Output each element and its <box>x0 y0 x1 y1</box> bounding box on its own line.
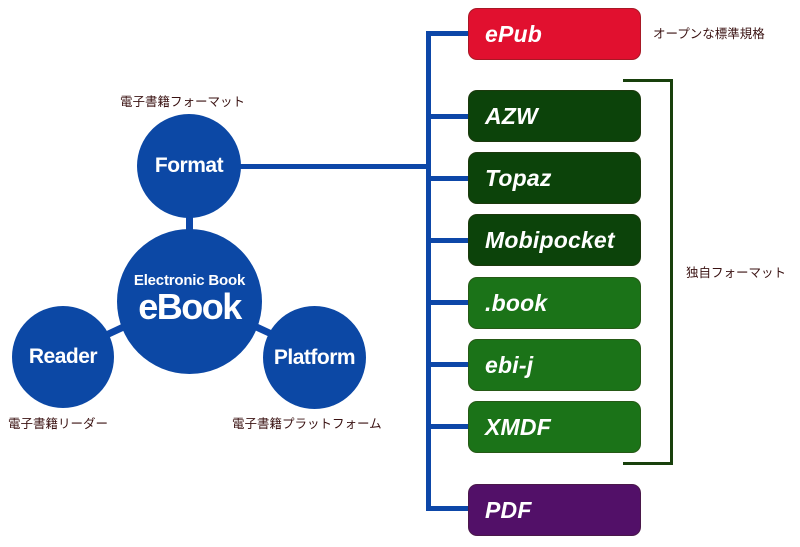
platform-caption: 電子書籍プラットフォーム <box>232 416 382 431</box>
format-box-topaz[interactable]: Topaz <box>468 152 641 204</box>
open-standard-annotation: オープンな標準規格 <box>653 26 765 41</box>
proprietary-group-bracket <box>623 79 673 465</box>
branch-azw <box>426 114 470 119</box>
branch-ebij <box>426 362 470 367</box>
reader-node-label: Reader <box>28 345 98 368</box>
connector-format-to-bus <box>238 164 430 169</box>
proprietary-annotation: 独自フォーマット <box>686 265 787 280</box>
format-box-label: XMDF <box>485 413 551 440</box>
format-box-pdf[interactable]: PDF <box>468 484 641 536</box>
format-box-azw[interactable]: AZW <box>468 90 641 142</box>
format-box-label: AZW <box>485 102 538 129</box>
hub-subtitle: Electronic Book <box>133 271 246 289</box>
format-bus-vertical <box>426 31 431 511</box>
branch-topaz <box>426 176 470 181</box>
branch-epub <box>426 31 470 36</box>
branch-xmdf <box>426 424 470 429</box>
format-box-ebij[interactable]: ebi-j <box>468 339 641 391</box>
format-node-label: Format <box>154 154 224 177</box>
format-box-epub[interactable]: ePub <box>468 8 641 60</box>
format-box-book[interactable]: .book <box>468 277 641 329</box>
format-box-label: PDF <box>485 496 532 523</box>
branch-book <box>426 300 470 305</box>
format-box-label: ePub <box>485 20 543 47</box>
hub-title: eBook <box>138 285 242 327</box>
reader-node[interactable]: Reader <box>12 306 114 408</box>
format-box-xmdf[interactable]: XMDF <box>468 401 641 453</box>
branch-mobipocket <box>426 238 470 243</box>
branch-pdf <box>426 506 470 511</box>
platform-node[interactable]: Platform <box>263 306 366 409</box>
format-box-mobipocket[interactable]: Mobipocket <box>468 214 641 266</box>
format-caption: 電子書籍フォーマット <box>120 94 246 109</box>
ebook-hub-node[interactable]: Electronic Book eBook <box>117 229 262 374</box>
format-box-label: Topaz <box>485 164 552 191</box>
format-box-label: Mobipocket <box>485 226 615 253</box>
format-box-label: ebi-j <box>485 351 534 378</box>
format-node[interactable]: Format <box>137 114 241 218</box>
reader-caption: 電子書籍リーダー <box>8 416 109 431</box>
connector-format-to-hub <box>186 212 193 234</box>
platform-node-label: Platform <box>273 345 356 369</box>
format-box-label: .book <box>485 289 548 316</box>
